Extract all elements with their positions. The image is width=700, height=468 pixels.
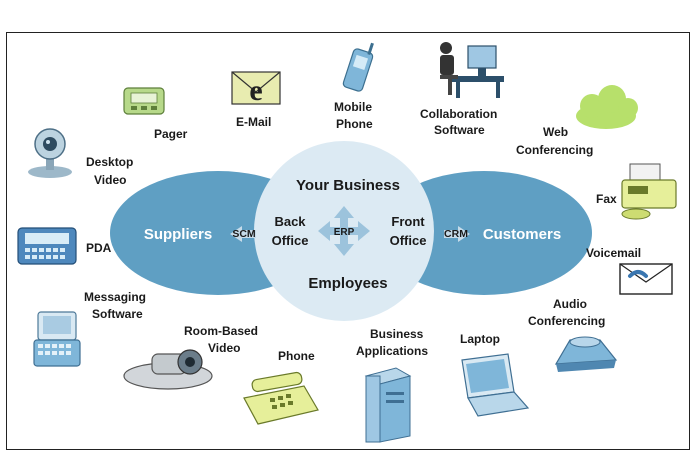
- business-apps-label-2: Applications: [356, 344, 428, 358]
- room-video-label-2: Video: [208, 341, 240, 355]
- email-label: E-Mail: [236, 115, 271, 129]
- erp-cross-arrow: [318, 206, 370, 256]
- mobile-phone-label-1: Mobile: [334, 100, 372, 114]
- messaging-label-2: Software: [92, 307, 143, 321]
- your-business-label: Your Business: [296, 177, 400, 194]
- mobile-phone-icon: [342, 42, 374, 92]
- voicemail-label: Voicemail: [586, 246, 641, 260]
- speakerphone-icon: [554, 336, 618, 372]
- fax-label: Fax: [596, 192, 617, 206]
- email-icon: e: [231, 71, 281, 107]
- crm-label: CRM: [444, 228, 468, 240]
- pda-label: PDA: [86, 241, 112, 255]
- messaging-label-1: Messaging: [84, 290, 146, 304]
- laptop-icon: [461, 353, 530, 417]
- front-office-line2: Office: [390, 233, 427, 248]
- web-conferencing-label-1: Web: [543, 125, 568, 139]
- messaging-device-icon: [33, 311, 81, 367]
- back-office-line1: Back: [274, 214, 306, 229]
- voicemail-icon: [619, 263, 673, 295]
- workstation-icon: [440, 42, 504, 98]
- desktop-video-label-1: Desktop: [86, 155, 133, 169]
- fax-icon: [621, 163, 677, 220]
- front-office-line1: Front: [391, 214, 425, 229]
- desk-phone-icon: [243, 371, 319, 425]
- erp-label: ERP: [334, 227, 355, 238]
- cloud-icon: [576, 85, 638, 129]
- room-video-label-1: Room-Based: [184, 324, 258, 338]
- mobile-phone-label-2: Phone: [336, 117, 373, 131]
- room-video-camera-icon: [123, 349, 213, 390]
- audio-conferencing-label-1: Audio: [553, 297, 587, 311]
- scm-arrow: [230, 226, 256, 242]
- collaboration-label-2: Software: [434, 123, 485, 137]
- scm-label: SCM: [232, 228, 256, 240]
- business-apps-label-1: Business: [370, 327, 424, 341]
- server-icon: [364, 367, 412, 443]
- audio-conferencing-label-2: Conferencing: [528, 314, 605, 328]
- crm-arrow: [444, 226, 470, 242]
- desktop-video-label-2: Video: [94, 173, 126, 187]
- svg-text:e: e: [249, 74, 262, 107]
- pda-icon: [17, 227, 77, 265]
- customers-lobe: [376, 171, 592, 295]
- employees-label: Employees: [308, 275, 387, 292]
- web-conferencing-label-2: Conferencing: [516, 143, 593, 157]
- back-office-line2: Office: [272, 233, 309, 248]
- pager-label: Pager: [154, 127, 188, 141]
- phone-label: Phone: [278, 349, 315, 363]
- webcam-icon: [28, 128, 72, 178]
- pager-icon: [123, 87, 165, 115]
- laptop-label: Laptop: [460, 332, 500, 346]
- suppliers-label: Suppliers: [144, 226, 212, 243]
- collaboration-label-1: Collaboration: [420, 107, 497, 121]
- customers-label: Customers: [483, 226, 561, 243]
